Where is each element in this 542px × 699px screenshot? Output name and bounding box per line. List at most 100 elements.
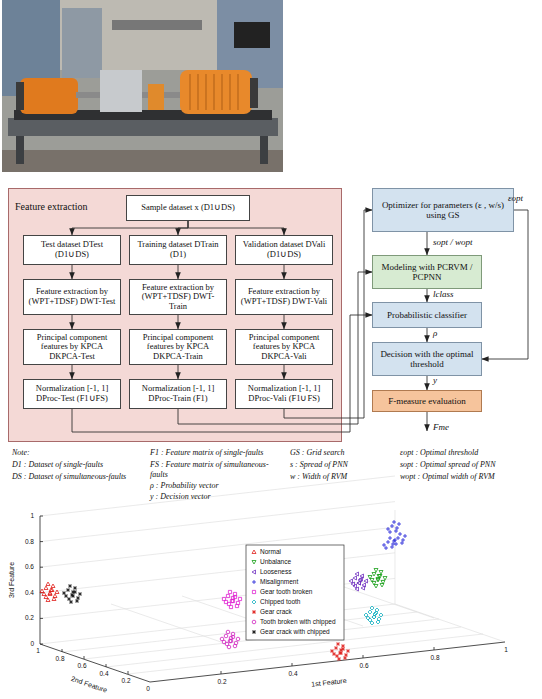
node-text: Test dataset DTest (D1∪DS) [27, 240, 117, 259]
plot-axes-part [40, 516, 43, 644]
legend-text: Looseness [260, 568, 291, 575]
note-text: Fme [433, 422, 449, 433]
tick-label: 0.2 [121, 677, 130, 685]
tick-label: 0.4 [25, 589, 34, 597]
process-box: Principal component features by KPCA DKP… [23, 329, 121, 365]
note-text: w : Width of RVM [290, 472, 395, 482]
connector [427, 376, 428, 390]
tick-label: 0.8 [430, 654, 439, 662]
plot-grid-part [62, 612, 483, 674]
connector [72, 265, 73, 279]
legend-markers-part [252, 630, 256, 634]
node-text: Normalization [-1, 1] DProc-Vali (F1∪FS) [239, 384, 329, 403]
scatter-clusters-part [335, 647, 350, 661]
photo-floor [2, 150, 283, 172]
legend-markers-part [252, 550, 256, 554]
node-text: Modeling with PCRVM / PCPNN [376, 262, 478, 282]
edge-label: y [433, 375, 437, 385]
process-box: Principal component features by KPCA DKP… [235, 329, 333, 365]
legend-markers-part [252, 570, 256, 574]
legend-text: Tooth broken with chipped [260, 618, 336, 625]
photo-motor-end [250, 78, 258, 108]
tick-label: 1 [30, 512, 34, 520]
node-text: Validation dataset DVali (D1∪DS) [239, 240, 329, 259]
process-box: Validation dataset DVali (D1∪DS) [235, 235, 333, 265]
plot-grid-part [111, 580, 434, 642]
scatter-clusters-part [67, 590, 82, 604]
tick-label: 0.2 [25, 614, 34, 622]
output-arrow [427, 412, 428, 431]
connector [178, 365, 179, 379]
photo-shelf [112, 20, 202, 30]
connector [427, 289, 428, 302]
note-text: F1 : Feature matrix of single-faults [150, 448, 280, 458]
tick-label: 0.4 [99, 670, 108, 678]
tick-label: 0.6 [25, 563, 34, 571]
legend-text: Normal [260, 548, 281, 555]
tick-label: 0.2 [217, 678, 226, 686]
edge-label: sopt / wopt [433, 237, 473, 247]
plot-axes [40, 516, 505, 682]
tick-label: 0.6 [77, 662, 86, 670]
connector [178, 272, 372, 424]
connector [178, 265, 179, 279]
note-text: ρ : Probability vector [150, 481, 280, 491]
node-text: Feature extraction by (WPT+TDSF) DWT-Tra… [133, 283, 223, 312]
photo-motor-fins [190, 74, 238, 110]
scatter-clusters-part [368, 569, 383, 583]
note-text: DS : Dataset of simultaneous-faults [12, 472, 147, 482]
legend-markers-part [252, 610, 256, 614]
node-text: Decision with the optimal threshold [376, 349, 478, 369]
note-text: εopt : Optimal threshold [400, 448, 540, 458]
connector [72, 315, 73, 329]
scatter-clusters-part [353, 577, 368, 591]
plot-axes-part [40, 516, 41, 644]
node-text: Optimizer for parameters (ε , w/s) using… [376, 200, 510, 220]
axis-label: 1st Feature [311, 677, 347, 689]
axis-label: 3rd Feature [8, 562, 16, 598]
legend-markers-part [252, 590, 255, 593]
legend-text: Gear crack [260, 608, 292, 615]
tick-label: 0.6 [359, 662, 368, 670]
tick-label: 0.8 [55, 655, 64, 663]
node-text: Normalization [-1, 1] DProc-Train (F1) [133, 384, 223, 403]
scatter-clusters-part [227, 595, 241, 608]
legend-markers-part [252, 580, 256, 584]
photo-table-leg [260, 136, 268, 164]
plot-axes-part [62, 647, 434, 674]
photo-monitor [234, 22, 270, 48]
edge-label: εopt [508, 193, 523, 203]
connector [284, 210, 372, 418]
test-rig-photo [2, 0, 283, 172]
connector [427, 232, 428, 255]
node-text: Sample dataset x (D1∪DS) [141, 203, 235, 213]
scatter-clusters-part [372, 575, 387, 589]
process-box: Optimizer for parameters (ε , w/s) using… [372, 188, 514, 232]
photo-motor [20, 78, 78, 114]
node-text: Normalization [-1, 1] DProc-Test (F1∪FS) [27, 384, 117, 403]
note-text: y : Decision vector [150, 492, 280, 502]
note-text: s : Spread of PNN [290, 460, 395, 470]
process-box: Normalization [-1, 1] DProc-Test (F1∪FS) [23, 379, 121, 409]
node-text: Training dataset DTrain (D1) [133, 240, 223, 259]
legend-markers-part [252, 600, 256, 604]
connector [427, 328, 428, 342]
photo-background [2, 0, 283, 172]
node-text: Principal component features by KPCA DKP… [133, 333, 223, 362]
legend-text: Misalignment [260, 578, 298, 585]
node-text: Feature extraction by (WPT+TDSF) DWT-Val… [239, 287, 329, 306]
process-box: Training dataset DTrain (D1) [129, 235, 227, 265]
process-box: Test dataset DTest (D1∪DS) [23, 235, 121, 265]
photo-motor [180, 70, 252, 114]
connector [188, 221, 284, 235]
node-text: Principal component features by KPCA DKP… [27, 333, 117, 362]
photo-table-leg [16, 136, 24, 164]
node-text: Feature extraction by (WPT+TDSF) DWT-Tes… [27, 287, 117, 306]
note-text: GS : Grid search [290, 448, 395, 458]
process-box: Probabilistic classifier [372, 302, 482, 328]
note-text: sopt : Optimal spread of PNN [400, 460, 540, 470]
tick-label: 0.4 [288, 670, 297, 678]
legend-markers-part [252, 620, 256, 624]
